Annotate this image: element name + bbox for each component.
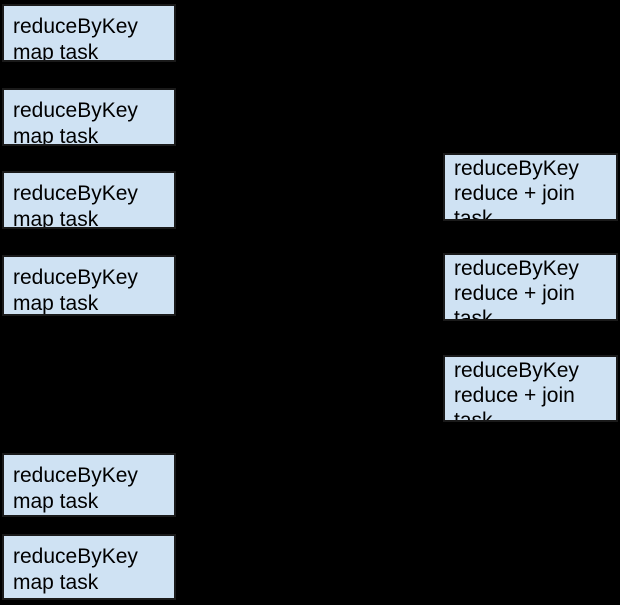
map-task-box-2: reduceByKey map task (2, 88, 176, 146)
map-task-box-3: reduceByKey map task (2, 171, 176, 229)
map-task-box-5: reduceByKey map task (2, 453, 176, 517)
reduce-join-task-box-2: reduceByKey reduce + join task (443, 253, 618, 321)
reduce-join-task-box-1: reduceByKey reduce + join task (443, 153, 618, 221)
map-task-box-1: reduceByKey map task (2, 4, 176, 62)
map-task-box-4: reduceByKey map task (2, 255, 176, 316)
reduce-join-task-box-3: reduceByKey reduce + join task (443, 355, 618, 422)
map-task-box-6: reduceByKey map task (2, 534, 176, 600)
